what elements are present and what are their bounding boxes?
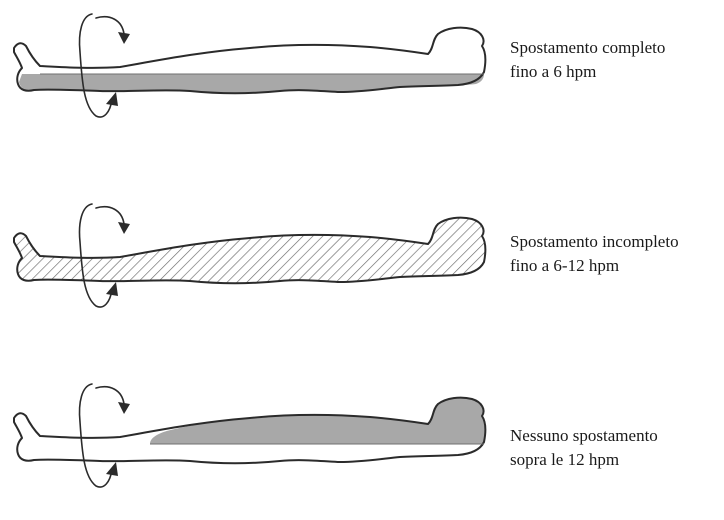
panel-no-shift: Nessuno spostamento sopra le 12 hpm — [0, 370, 724, 520]
body-fill-upper — [150, 398, 485, 444]
panel-incomplete-shift: Spostamento incompleto fino a 6-12 hpm — [0, 190, 724, 340]
rotation-arrow-icon — [80, 384, 131, 487]
panel-complete-shift: Spostamento completo fino a 6 hpm — [0, 0, 724, 150]
body-figure-lower-fill — [0, 0, 500, 130]
caption-incomplete-shift: Spostamento incompleto fino a 6-12 hpm — [510, 230, 679, 278]
body-figure-upper-fill — [0, 370, 500, 510]
body-figure-hatched — [0, 190, 500, 330]
caption-line-2: sopra le 12 hpm — [510, 448, 658, 472]
body-hatch-fill — [14, 218, 485, 284]
rotation-arrow-icon — [80, 14, 131, 117]
caption-line-1: Nessuno spostamento — [510, 424, 658, 448]
rotation-arrow-icon — [80, 204, 131, 307]
caption-line-1: Spostamento completo — [510, 36, 665, 60]
caption-no-shift: Nessuno spostamento sopra le 12 hpm — [510, 424, 658, 472]
caption-complete-shift: Spostamento completo fino a 6 hpm — [510, 36, 665, 84]
caption-line-2: fino a 6-12 hpm — [510, 254, 679, 278]
caption-line-1: Spostamento incompleto — [510, 230, 679, 254]
caption-line-2: fino a 6 hpm — [510, 60, 665, 84]
